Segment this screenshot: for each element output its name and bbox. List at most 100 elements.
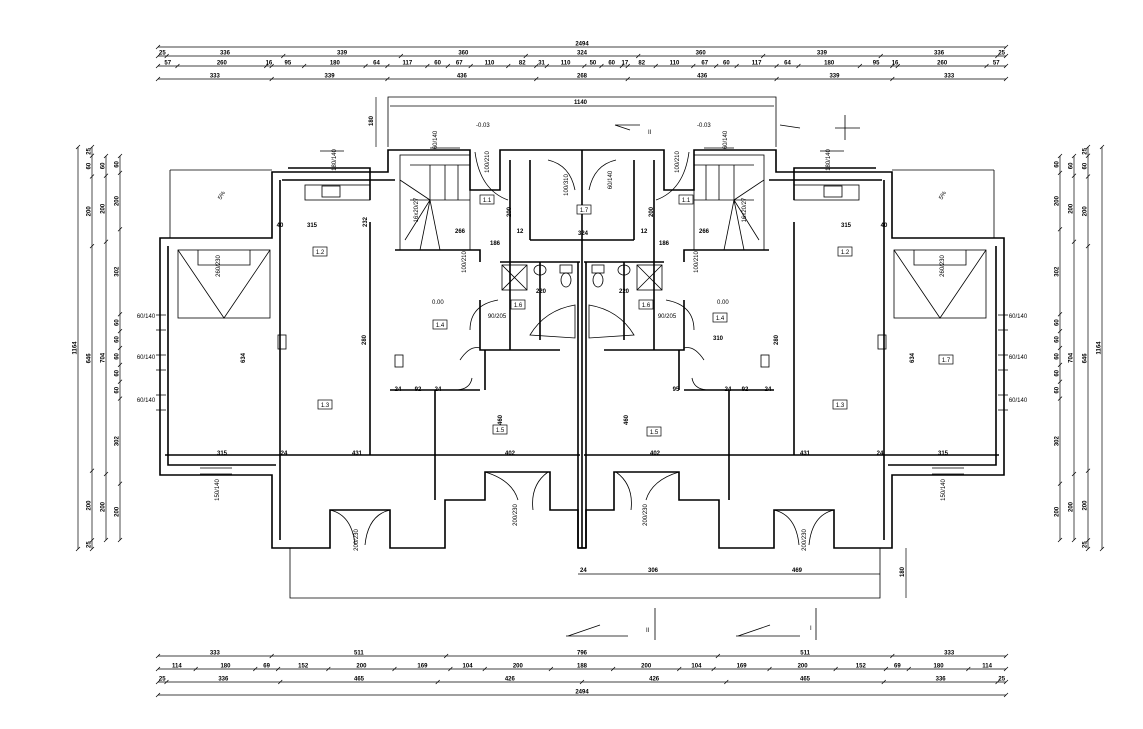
dimension-tick [966, 666, 971, 672]
dimension-tick [582, 63, 587, 69]
dimension-label: 169 [417, 664, 428, 670]
dimension-label: 426 [649, 677, 660, 683]
dimension-tick [1071, 173, 1077, 179]
dimension-label: 16 [892, 61, 899, 67]
window-size-label: 60/140 [137, 398, 156, 404]
dimension-label: 704 [1069, 352, 1075, 363]
dimension-tick [890, 63, 895, 69]
dimension-tick [103, 537, 109, 543]
window-size-label: 260/230 [216, 255, 222, 277]
dimension-tick [275, 666, 281, 672]
inner-dimension-label: 24 [435, 387, 442, 393]
dimension-label: 64 [784, 61, 791, 67]
dimension-tick [760, 53, 766, 59]
dimension-tick [1003, 653, 1009, 659]
inner-dimension-label: 200 [507, 206, 513, 217]
dimension-tick [1057, 481, 1063, 486]
dimension-label: 200 [101, 203, 107, 214]
section-mark-label: II [646, 628, 650, 634]
window-size-label: 60/140 [137, 355, 156, 361]
inner-dimension-label: 24 [877, 451, 884, 457]
inner-dimension-label: 315 [307, 223, 318, 229]
dimension-tick [883, 666, 889, 672]
dimension-label: 336 [220, 51, 231, 57]
dimension-tick [363, 63, 368, 69]
dimension-label: 200 [1069, 501, 1075, 512]
dimension-tick [263, 63, 269, 69]
dimension-tick [1057, 328, 1063, 334]
dimension-tick [89, 174, 95, 179]
dimension-tick [301, 63, 307, 69]
dimension-label: 104 [691, 664, 702, 670]
door-size-label: 90/205 [488, 314, 507, 320]
dimension-label: 25 [1083, 541, 1089, 548]
dimension-label: 302 [1055, 266, 1061, 277]
dimension-tick [1003, 63, 1009, 69]
inner-dimension-label: 95 [673, 387, 680, 393]
dimension-label: 436 [697, 74, 708, 80]
door-size-label: 200/230 [354, 529, 360, 551]
dimension-label: 200 [513, 664, 524, 670]
section-mark-label: I [810, 626, 812, 632]
dimension-tick [635, 53, 641, 59]
dimension-tick [691, 63, 696, 69]
dimension-tick [117, 396, 123, 401]
room-tag: 1.1 [682, 198, 691, 204]
dimension-label: 200 [101, 501, 107, 512]
room-tag-box [938, 354, 954, 365]
dimension-label: 260 [937, 61, 948, 67]
dimension-label: 60 [115, 352, 121, 359]
dimension-tick [89, 468, 95, 474]
dimension-label: 117 [403, 61, 413, 67]
dimension-tick [1057, 537, 1063, 543]
dimension-label: 60 [1055, 386, 1061, 393]
dimension-label: 200 [798, 664, 809, 670]
room-tag-box [638, 299, 654, 310]
dimension-label: 180 [330, 61, 341, 67]
room-tag-box [479, 194, 495, 205]
dimension-label: 1164 [73, 341, 79, 355]
dimension-tick [1003, 53, 1009, 59]
dimension-tick [906, 666, 912, 672]
dimension-tick [155, 53, 161, 59]
dimension-label: 260 [217, 61, 228, 67]
room-tag: 1.2 [316, 250, 325, 256]
dimension-label: 1164 [1097, 341, 1103, 355]
room-tag: 1.1 [483, 198, 492, 204]
inner-dimension-label: 402 [505, 451, 516, 457]
dimension-tick [881, 679, 886, 685]
dimension-tick [890, 653, 895, 659]
dimension-tick [579, 679, 585, 685]
dimension-tick [548, 666, 554, 672]
dimension-tick [155, 76, 161, 82]
dimension-label: 110 [485, 61, 495, 67]
room-tag: 1.5 [496, 428, 505, 434]
slope-mark: 5% [218, 190, 228, 201]
dimension-tick [833, 666, 838, 672]
dimension-label: 104 [463, 664, 474, 670]
inner-dimension-label: 12 [517, 229, 524, 235]
dimension-label: 60 [101, 162, 107, 169]
window-size-label: 180/140 [826, 149, 832, 171]
dimension-label: 511 [354, 651, 364, 657]
dimension-tick [117, 311, 123, 317]
dimension-label: 95 [285, 61, 292, 67]
dimension-label: 200 [115, 195, 121, 206]
room-tag-box [646, 426, 662, 437]
dimension-tick [878, 53, 883, 59]
dimension-tick [468, 63, 473, 69]
window-size-label: 60/140 [723, 130, 729, 149]
dimension-tick [155, 679, 161, 685]
dimension-tick [435, 679, 440, 685]
dimension-label: 67 [701, 61, 708, 67]
dimension-label: 57 [164, 61, 171, 67]
dimension-label: 60 [723, 61, 730, 67]
dimension-label: 200 [1055, 506, 1061, 517]
dimension-label: 69 [894, 664, 901, 670]
dimension-tick [610, 666, 616, 672]
dimension-label: 60 [1055, 319, 1061, 326]
room-tag-box [432, 319, 448, 330]
dimension-label: 200 [1069, 203, 1075, 214]
window-size-label: 60/140 [608, 170, 614, 189]
dimension-label: 25 [998, 51, 1005, 57]
